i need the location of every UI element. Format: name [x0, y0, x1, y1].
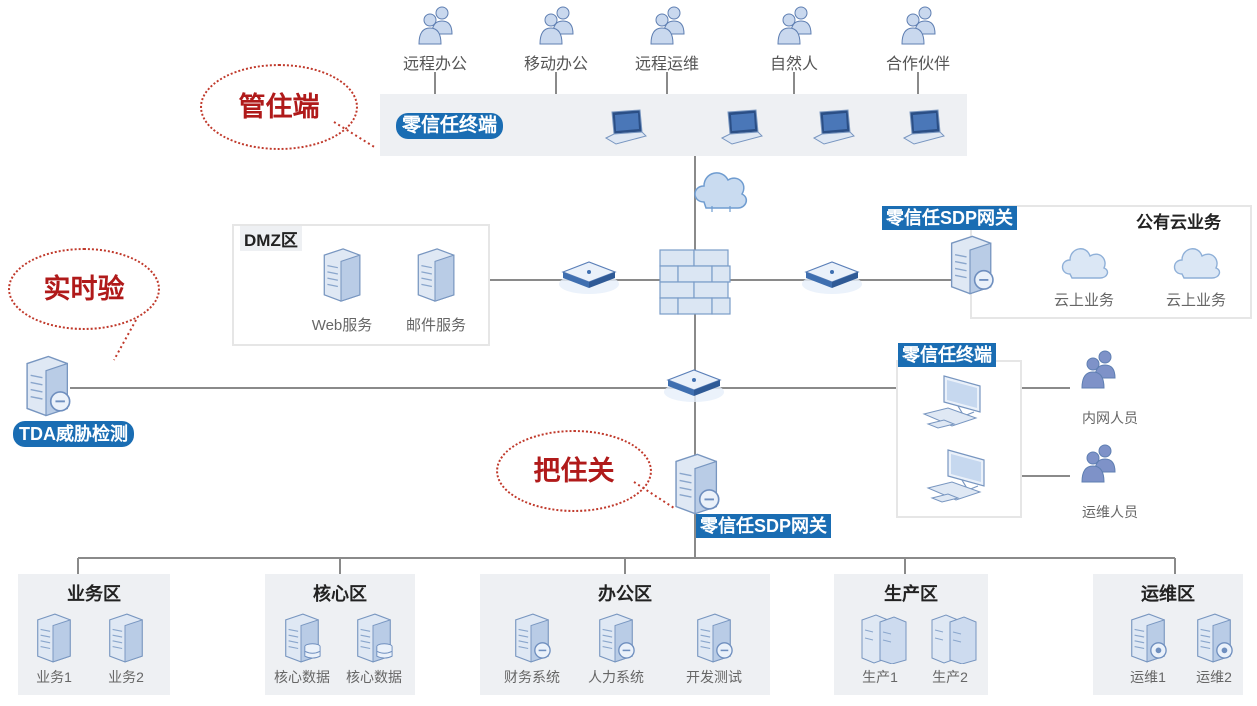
- router-icon: [662, 362, 726, 411]
- laptop-icon: [602, 108, 648, 153]
- zone-server-icon: [928, 612, 980, 669]
- bubble-realtime-check-tail: [113, 319, 137, 361]
- zone-server-icon: [594, 612, 636, 669]
- zone-item-label: 开发测试: [686, 669, 742, 685]
- partner-user-icon: [898, 4, 940, 51]
- cloud-service-icon: [1170, 236, 1222, 289]
- zone-item-label: 业务2: [108, 669, 144, 685]
- zone-item-label: 业务1: [36, 669, 72, 685]
- bubble-gatekeep: 把住关: [496, 430, 652, 512]
- zone-title: 生产区: [884, 584, 938, 604]
- dmz-server-label: Web服务: [311, 317, 373, 334]
- cloud-service-icon: [1058, 236, 1110, 289]
- cloud-service-label: 云上业务: [1053, 292, 1114, 309]
- remote-office-user-icon: [415, 4, 457, 51]
- laptop-icon: [900, 108, 946, 153]
- core-gateway-label: 零信任SDP网关: [696, 514, 832, 538]
- zone-title: 核心区: [313, 584, 367, 604]
- staff-user-icon: [1078, 348, 1120, 395]
- dmz-title: DMZ区: [240, 226, 302, 251]
- router-icon: [800, 254, 864, 303]
- zone-item-label: 核心数据: [274, 669, 330, 685]
- server-icon: [318, 246, 364, 309]
- desktop-computer-icon: [924, 446, 994, 513]
- zone-item-label: 生产2: [932, 669, 968, 685]
- zone-server-icon: [1126, 612, 1168, 669]
- zone-title: 运维区: [1141, 584, 1195, 604]
- core-gateway-server-icon: [668, 452, 722, 521]
- zone-server-icon: [280, 612, 322, 669]
- top-user-label: 远程办公: [402, 56, 467, 73]
- bubble-gatekeep-text: 把住关: [533, 456, 615, 486]
- dmz-server-label: 邮件服务: [405, 317, 466, 334]
- tda-label: TDA威胁检测: [13, 421, 134, 447]
- cloud-gateway-label: 零信任SDP网关: [882, 206, 1018, 230]
- zone-item-label: 人力系统: [588, 669, 644, 685]
- zone-server-icon: [1192, 612, 1234, 669]
- server-icon: [412, 246, 458, 309]
- gateway-server-icon: [944, 234, 996, 301]
- router-icon: [557, 254, 621, 303]
- top-user-label: 自然人: [769, 56, 818, 73]
- zone-server-icon: [858, 612, 910, 669]
- zone-server-icon: [692, 612, 734, 669]
- internal-terminal-label: 零信任终端: [898, 343, 996, 367]
- laptop-icon: [718, 108, 764, 153]
- bubble-realtime-check: 实时验: [8, 248, 160, 330]
- public-cloud-title: 公有云业务: [1136, 213, 1221, 232]
- firewall-icon: [656, 240, 736, 329]
- zone-server-icon: [510, 612, 552, 669]
- bubble-manage-end-tail: [333, 121, 377, 149]
- bubble-manage-end: 管住端: [200, 64, 358, 150]
- remote-ops-user-icon: [647, 4, 689, 51]
- natural-person-user-icon: [774, 4, 816, 51]
- zone-title: 办公区: [598, 584, 652, 604]
- zone-item-label: 生产1: [862, 669, 898, 685]
- internal-person-label: 运维人员: [1082, 504, 1138, 520]
- zone-server-icon: [352, 612, 394, 669]
- zone-item-label: 运维1: [1130, 669, 1166, 685]
- top-user-label: 远程运维: [634, 56, 699, 73]
- zone-item-label: 运维2: [1196, 669, 1232, 685]
- zone-item-label: 财务系统: [504, 669, 560, 685]
- laptop-icon: [810, 108, 856, 153]
- internal-person-label: 内网人员: [1082, 410, 1138, 426]
- terminal-bar-label: 零信任终端: [396, 113, 504, 139]
- zone-server-icon: [104, 612, 146, 669]
- top-user-label: 移动办公: [523, 56, 588, 73]
- zone-server-icon: [32, 612, 74, 669]
- zone-title: 业务区: [67, 584, 121, 604]
- desktop-computer-icon: [920, 372, 990, 439]
- tda-server-icon: [20, 354, 72, 423]
- internet-cloud-icon: [690, 158, 752, 219]
- cloud-service-label: 云上业务: [1165, 292, 1226, 309]
- bubble-manage-end-text: 管住端: [238, 92, 320, 122]
- zone-item-label: 核心数据: [346, 669, 402, 685]
- bubble-realtime-check-text: 实时验: [43, 274, 125, 304]
- top-user-label: 合作伙伴: [885, 56, 950, 73]
- mobile-office-user-icon: [536, 4, 578, 51]
- staff-user-icon: [1078, 442, 1120, 489]
